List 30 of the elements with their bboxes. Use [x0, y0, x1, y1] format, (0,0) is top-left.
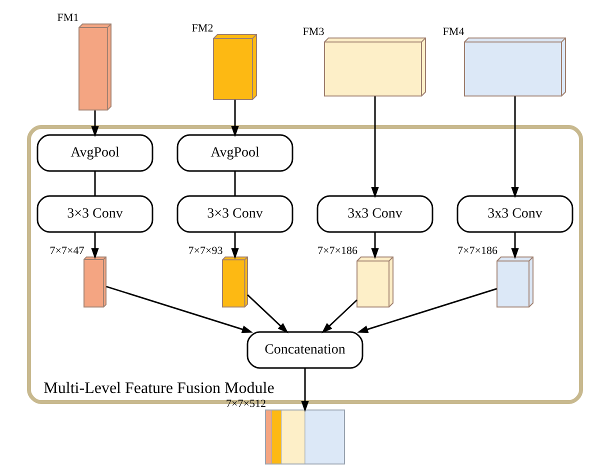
arrow: [91, 110, 99, 138]
node-label: FM4: [442, 26, 464, 38]
node-box: 3x3 Conv: [456, 195, 574, 233]
arrow: [247, 294, 288, 334]
arrow: [511, 232, 519, 260]
node-label: 7×7×93: [188, 244, 223, 257]
arrow: [106, 286, 253, 334]
arrow: [322, 299, 358, 334]
node-box: Concatenation: [246, 331, 364, 369]
node-box: 3×3 Conv: [176, 195, 294, 233]
arrow: [301, 368, 309, 412]
arrow: [371, 96, 379, 198]
node-box: AvgPool: [176, 134, 294, 172]
node-label: 7×7×47: [50, 244, 84, 257]
arrow: [91, 232, 99, 260]
node-label: FM2: [192, 22, 214, 34]
arrow: [231, 232, 239, 260]
node-label: 7×7×186: [458, 244, 498, 257]
node-box: 3x3 Conv: [316, 195, 434, 233]
node-box: AvgPool: [36, 134, 154, 172]
arrow: [511, 96, 519, 198]
node-label: FM3: [302, 26, 324, 38]
arrow: [371, 232, 379, 260]
node-box: 3×3 Conv: [36, 195, 154, 233]
arrow: [357, 288, 497, 334]
node-label: FM1: [57, 12, 79, 24]
connector: [94, 171, 96, 196]
node-label: 7×7×186: [318, 244, 358, 257]
arrow: [231, 100, 239, 138]
connector: [234, 171, 236, 196]
